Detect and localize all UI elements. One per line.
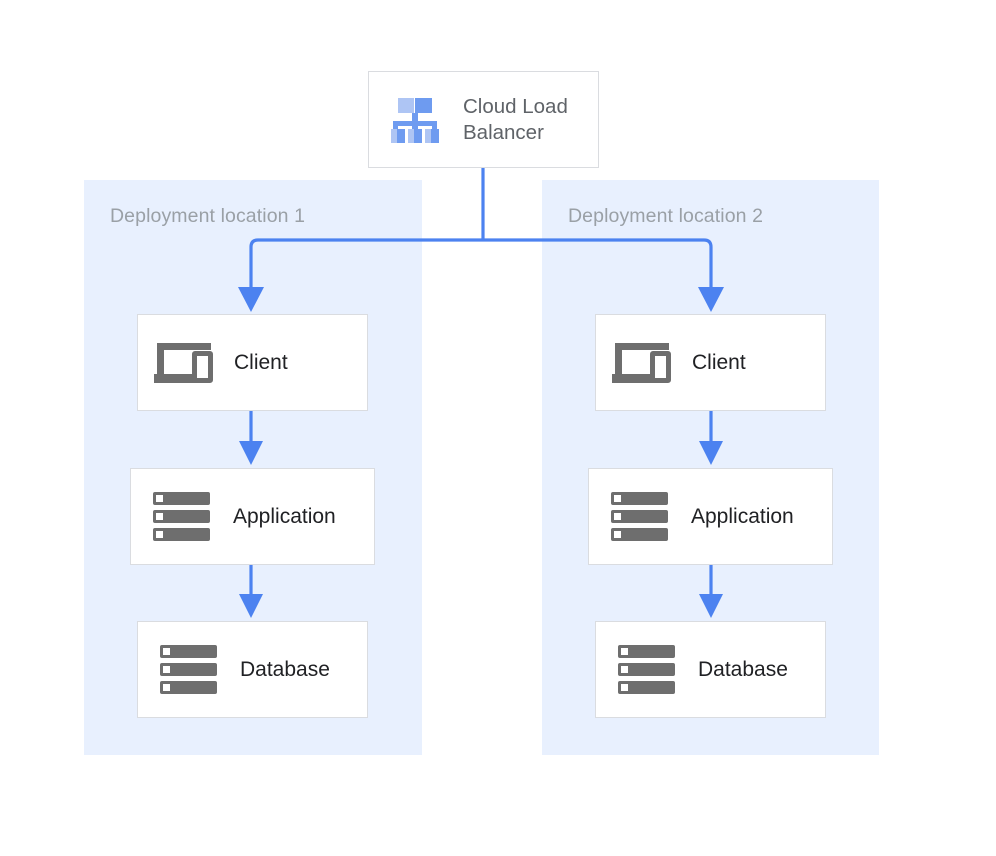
node-label-database-zone-1: Database xyxy=(240,657,330,681)
node-database-zone-1[interactable]: Database xyxy=(137,621,368,718)
node-cloud-load-balancer[interactable]: Cloud Load Balancer xyxy=(368,71,599,168)
node-application-zone-2[interactable]: Application xyxy=(588,468,833,565)
node-label-database-zone-2: Database xyxy=(698,657,788,681)
node-database-zone-2[interactable]: Database xyxy=(595,621,826,718)
client-devices-icon xyxy=(154,338,216,388)
deployment-zone-1-label: Deployment location 1 xyxy=(110,205,306,227)
client-devices-icon xyxy=(612,338,674,388)
server-rack-icon xyxy=(153,491,211,543)
node-client-zone-1[interactable]: Client xyxy=(137,314,368,411)
server-rack-icon xyxy=(160,644,218,696)
deployment-zone-2-label: Deployment location 2 xyxy=(568,205,764,227)
node-client-zone-2[interactable]: Client xyxy=(595,314,826,411)
node-application-zone-1[interactable]: Application xyxy=(130,468,375,565)
node-label-cloud-load-balancer: Cloud Load Balancer xyxy=(463,94,568,144)
server-rack-icon xyxy=(618,644,676,696)
node-label-client-zone-2: Client xyxy=(692,350,746,374)
load-balancer-icon xyxy=(391,96,439,144)
node-label-client-zone-1: Client xyxy=(234,350,288,374)
node-label-application-zone-1: Application xyxy=(233,504,336,528)
node-label-application-zone-2: Application xyxy=(691,504,794,528)
server-rack-icon xyxy=(611,491,669,543)
